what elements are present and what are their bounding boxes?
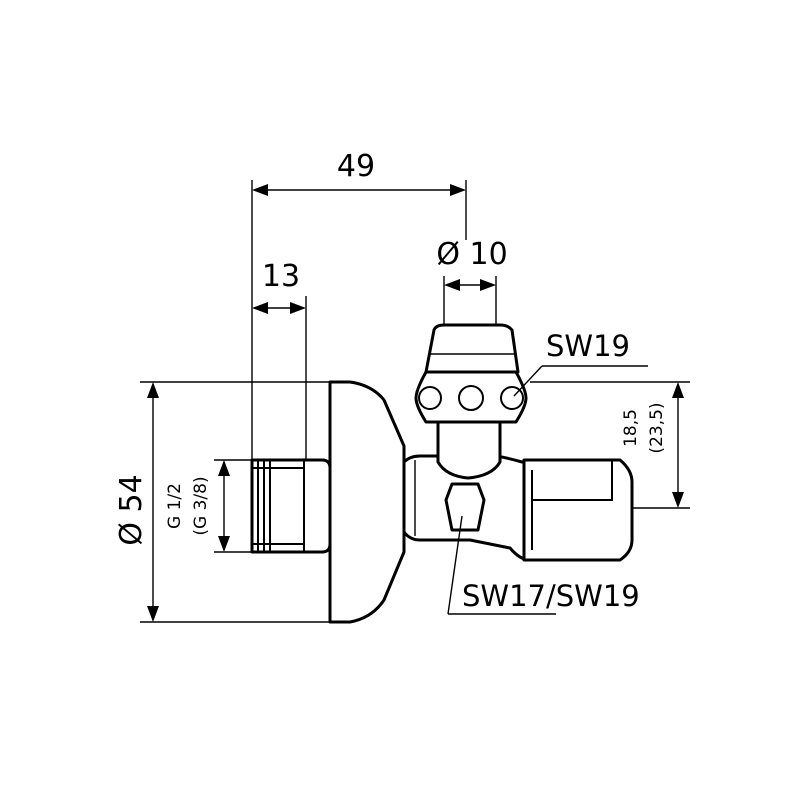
dim-outlet-diameter: Ø 10 — [436, 237, 507, 272]
dim-outlet-height: 18,5 — [621, 409, 641, 447]
dim-flange-diameter: Ø 54 — [114, 474, 149, 545]
dim-thread-size-alt: (G 3/8) — [191, 476, 211, 535]
callout-head-wrench-size: SW19 — [546, 329, 630, 363]
valve-body — [250, 323, 634, 624]
dimension-labels: 49 13 Ø 10 SW19 SW17/SW19 Ø 54 G 1/2 (G … — [114, 149, 667, 613]
dimension-lines — [140, 180, 690, 623]
outlet-nut — [522, 458, 634, 562]
wall-flange — [328, 380, 406, 624]
valve-stem — [436, 418, 502, 480]
dim-outlet-height-alt: (23,5) — [647, 402, 667, 453]
head-hexagon — [414, 370, 528, 424]
dim-overall-length: 49 — [337, 149, 375, 184]
dim-thread-length: 13 — [262, 259, 300, 294]
handle-knob — [424, 323, 520, 374]
callout-body-wrench-size: SW17/SW19 — [462, 579, 640, 613]
male-thread — [250, 458, 332, 554]
body-wrench-flat — [444, 482, 486, 532]
dim-thread-size: G 1/2 — [165, 483, 185, 529]
